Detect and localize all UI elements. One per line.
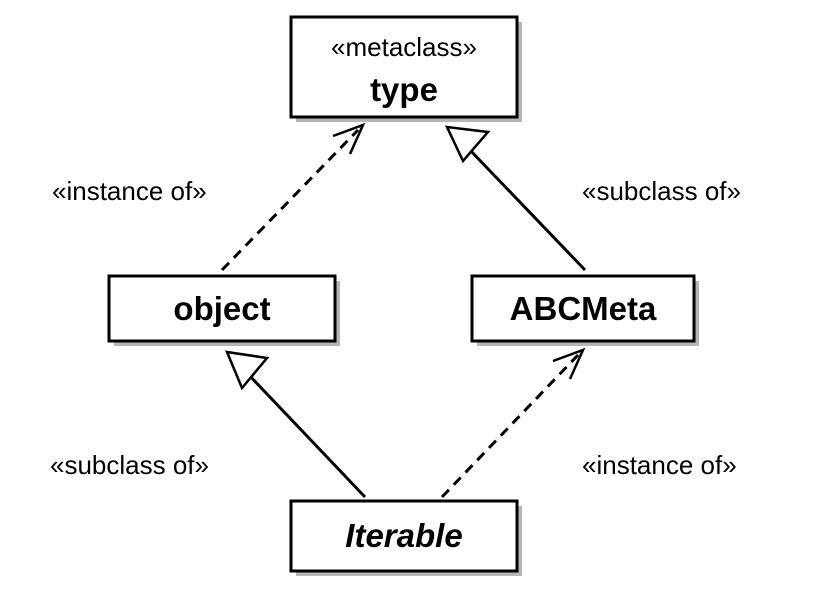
class-name: ABCMeta <box>510 290 657 327</box>
edge-iterable-instance-of-abcmeta <box>440 347 586 499</box>
class-name: type <box>370 71 438 108</box>
edge-iterable-subclass-of-object <box>224 350 367 499</box>
open-arrowhead-icon <box>332 122 366 155</box>
edge-label-instance-of: «instance of» <box>52 176 207 206</box>
solid-line <box>245 371 367 499</box>
edge-label-subclass-of: «subclass of» <box>50 450 209 480</box>
class-box-object: object <box>107 274 340 346</box>
class-name: object <box>173 290 270 327</box>
stereotype-label: «metaclass» <box>331 32 477 62</box>
hollow-triangle-arrowhead-icon <box>224 350 270 391</box>
class-box-iterable: Iterable <box>289 499 522 576</box>
edge-object-instance-of-type <box>220 122 366 272</box>
edge-label-instance-of: «instance of» <box>582 450 737 480</box>
solid-line <box>466 146 587 272</box>
class-box-abcmeta: ABCMeta <box>470 274 699 346</box>
edge-abcmeta-subclass-of-type <box>444 125 587 272</box>
open-arrowhead-icon <box>552 347 586 380</box>
dashed-line <box>220 128 360 272</box>
dashed-line <box>440 353 580 499</box>
class-box-type: «metaclass» type <box>289 15 522 122</box>
hollow-triangle-arrowhead-icon <box>444 125 491 164</box>
edge-label-subclass-of: «subclass of» <box>582 176 741 206</box>
class-name: Iterable <box>345 517 462 554</box>
